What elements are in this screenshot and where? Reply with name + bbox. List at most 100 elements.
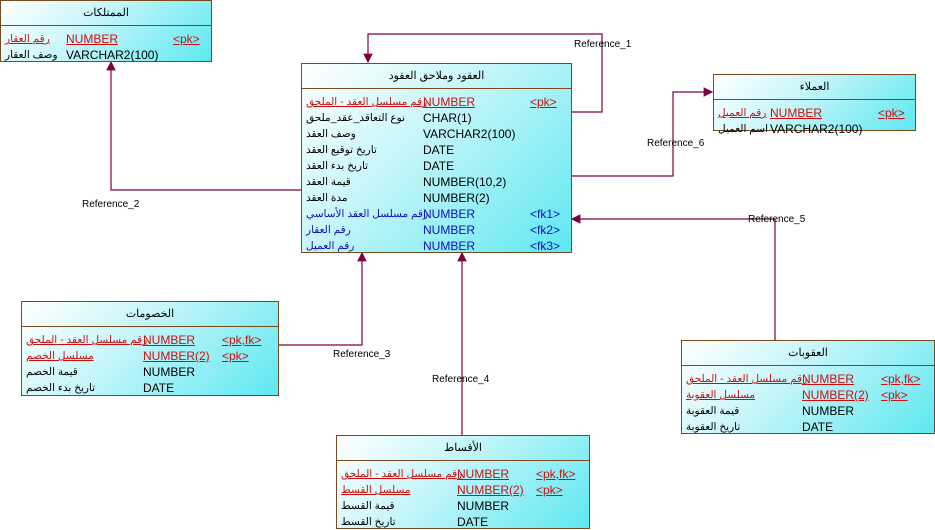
attribute-type: NUMBER (802, 372, 855, 386)
reference-1-label: Reference_1 (574, 39, 632, 50)
reference-3-label: Reference_3 (333, 349, 391, 360)
attribute-name: تاريخ بدء العقد (306, 160, 369, 172)
attribute-row: قيمة الخصم NUMBER (22, 364, 278, 380)
attribute-row: وصف العقد VARCHAR2(100) (302, 126, 571, 142)
attribute-key: <pk> (536, 483, 563, 497)
attribute-type: VARCHAR2(100) (66, 48, 159, 62)
attribute-key: <pk,fk> (536, 467, 576, 481)
attribute-type: DATE (143, 381, 175, 395)
entity-title: الأقساط (337, 436, 589, 461)
attribute-type: CHAR(1) (423, 111, 472, 125)
attribute-row: تاريخ بدء الخصم DATE (22, 380, 278, 396)
attribute-key: <pk,fk> (222, 333, 262, 347)
attribute-type: DATE (457, 515, 489, 529)
entity-title: العقوبات (682, 341, 934, 366)
reference-2-line (106, 60, 301, 191)
attribute-name: رقم العقار (5, 33, 50, 45)
attribute-name: اسم العميل (718, 123, 768, 135)
attribute-type: NUMBER (423, 95, 476, 109)
attribute-type: NUMBER (66, 32, 119, 46)
attribute-name: مسلسل الخصم (26, 350, 94, 362)
attribute-type: NUMBER(2) (143, 349, 210, 363)
attribute-key: <pk> (173, 32, 200, 46)
attribute-name: رقم مسلسل العقد - الملحق (306, 96, 428, 108)
reference-6-line (571, 87, 714, 177)
attribute-row: مدة العقد NUMBER(2) (302, 190, 571, 206)
attribute-name: مسلسل العقوبة (686, 389, 756, 401)
attribute-type: NUMBER (770, 106, 823, 120)
reference-4-label: Reference_4 (432, 374, 490, 385)
attribute-row: رقم العقار NUMBER <pk> (1, 31, 211, 47)
attribute-type: VARCHAR2(100) (423, 127, 516, 141)
attribute-name: رقم مسلسل العقد - الملحق (686, 373, 808, 385)
attribute-name: رقم العميل (306, 240, 355, 252)
reference-6-label: Reference_6 (647, 138, 705, 149)
attribute-row: تاريخ بدء العقد DATE (302, 158, 571, 174)
attribute-row: قيمة العقد NUMBER(10,2) (302, 174, 571, 190)
attribute-name: وصف العقد (306, 128, 356, 140)
attribute-name: تاريخ القسط (341, 516, 396, 528)
attribute-key: <pk> (878, 106, 905, 120)
attribute-type: DATE (423, 143, 455, 157)
attribute-name: رقم مسلسل العقد الأساسي (306, 208, 429, 220)
attribute-type: NUMBER (143, 365, 196, 379)
attribute-name: تاريخ توقيع العقد (306, 144, 377, 156)
attribute-row: نوع التعاقد_عقد_ملحق CHAR(1) (302, 110, 571, 126)
attribute-name: نوع التعاقد_عقد_ملحق (306, 112, 406, 124)
attribute-type: NUMBER (457, 467, 510, 481)
attribute-name: تاريخ العقوبة (686, 421, 741, 433)
attribute-type: NUMBER (423, 207, 476, 221)
attribute-type: VARCHAR2(100) (770, 122, 863, 136)
attribute-name: مدة العقد (306, 192, 348, 204)
attribute-type: DATE (423, 159, 455, 173)
attribute-type: NUMBER (423, 239, 476, 253)
attribute-type: NUMBER (143, 333, 196, 347)
attribute-name: تاريخ بدء الخصم (26, 382, 96, 394)
attribute-key: <fk2> (530, 223, 561, 237)
attribute-type: NUMBER(10,2) (423, 175, 507, 189)
attribute-name: رقم العميل (718, 107, 767, 119)
attribute-row: تاريخ توقيع العقد DATE (302, 142, 571, 158)
attribute-name: رقم العقار (306, 224, 351, 236)
reference-5-label: Reference_5 (748, 214, 806, 225)
attribute-type: NUMBER (457, 499, 510, 513)
attribute-key: <fk1> (530, 207, 561, 221)
attribute-key: <pk,fk> (881, 372, 921, 386)
reference-2-label: Reference_2 (82, 199, 140, 210)
attribute-name: قيمة الخصم (26, 366, 78, 378)
attribute-type: NUMBER(2) (802, 388, 869, 402)
attribute-name: قيمة العقد (306, 176, 351, 188)
reference-3-line (278, 251, 367, 346)
attribute-name: مسلسل القسط (341, 484, 411, 496)
attribute-key: <fk3> (530, 239, 561, 253)
reference-1-line (363, 33, 603, 113)
attribute-name: رقم مسلسل العقد - الملحق (26, 334, 148, 346)
entity-title: الممتلكات (1, 1, 211, 26)
attribute-key: <pk> (530, 95, 557, 109)
reference-5-line (570, 214, 776, 340)
attribute-name: قيمة العقوبة (686, 405, 740, 417)
attribute-type: NUMBER(2) (423, 191, 490, 205)
